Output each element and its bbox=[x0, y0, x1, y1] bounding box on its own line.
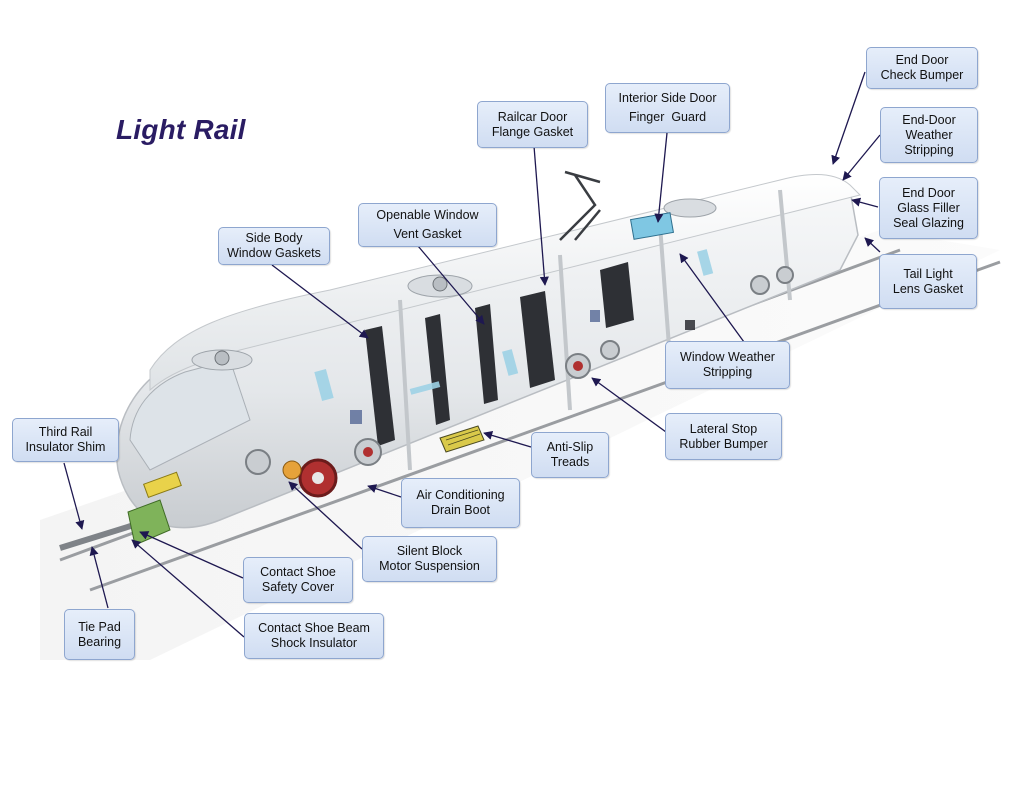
label-line: Shock Insulator bbox=[270, 636, 358, 650]
roof-fan bbox=[432, 276, 448, 292]
callout-end-door-glass-filler: End Door Glass Filler Seal Glazing bbox=[879, 177, 978, 239]
callout-tie-pad-bearing: Tie Pad Bearing bbox=[64, 609, 135, 660]
arrow-air-conditioning-drain-boot bbox=[367, 484, 402, 498]
label-line: Rubber Bumper bbox=[679, 436, 768, 451]
roof-fan bbox=[214, 350, 230, 366]
label-line: Interior Side Door bbox=[618, 91, 717, 105]
callout-end-door-check-bumper: End Door Check Bumper bbox=[866, 47, 978, 89]
window-gasket-strips bbox=[314, 249, 714, 402]
label-line: Seal Glazing bbox=[893, 215, 964, 230]
rail bbox=[89, 260, 1001, 592]
callout-air-conditioning-drain-boot: Air Conditioning Drain Boot bbox=[401, 478, 520, 528]
label-line: Glass Filler bbox=[897, 200, 960, 215]
car-joint bbox=[658, 224, 672, 361]
diagram-title: Light Rail bbox=[116, 114, 246, 145]
arrow-third-rail-insulator-shim bbox=[63, 462, 85, 530]
label-line: Third Rail bbox=[38, 425, 93, 439]
label-line: End-Door bbox=[902, 112, 956, 127]
callout-openable-window-vent-gasket: Openable Window Vent Gasket bbox=[358, 203, 497, 247]
car-joint bbox=[398, 299, 412, 471]
label-line: Silent Block bbox=[396, 544, 463, 558]
front-yellow-block bbox=[142, 471, 182, 499]
arrow-tail-light-lens-gasket bbox=[864, 237, 881, 253]
label-line: Air Conditioning bbox=[416, 488, 505, 502]
label-line: Vent Gasket bbox=[393, 227, 462, 241]
callout-end-door-weather-stripping: End-Door Weather Stripping bbox=[880, 107, 978, 163]
contact-shoe bbox=[127, 499, 171, 546]
label-line: Flange Gasket bbox=[491, 124, 574, 139]
arrow-contact-shoe-beam-shock-insulator bbox=[131, 539, 245, 638]
label-line: End Door bbox=[895, 53, 949, 67]
interior-seats bbox=[350, 310, 695, 424]
arrow-lateral-stop-rubber-bumper bbox=[591, 377, 667, 433]
label-line: Window Gaskets bbox=[227, 246, 321, 260]
window-bands bbox=[365, 262, 634, 446]
pantograph bbox=[559, 170, 601, 241]
arrow-end-door-glass-filler bbox=[851, 197, 879, 208]
label-line: Weather bbox=[905, 127, 953, 142]
arrow-end-door-check-bumper bbox=[831, 71, 866, 165]
arrow-window-weather-stripping bbox=[679, 253, 745, 343]
label-line: Openable Window bbox=[376, 208, 479, 222]
label-line: Check Bumper bbox=[880, 68, 964, 82]
label-line: Finger Guard bbox=[628, 110, 707, 124]
arrow-openable-window-vent-gasket bbox=[417, 245, 485, 325]
arrow-contact-shoe-safety-cover bbox=[139, 531, 244, 579]
callout-silent-block-motor-suspension: Silent Block Motor Suspension bbox=[362, 536, 497, 582]
label-line: Window Weather bbox=[680, 350, 775, 364]
callout-window-weather-stripping: Window Weather Stripping bbox=[665, 341, 790, 389]
label-line: Contact Shoe bbox=[260, 565, 336, 579]
label-line: Lens Gasket bbox=[892, 281, 964, 296]
label-line: Stripping bbox=[904, 142, 954, 157]
wheels bbox=[245, 266, 794, 498]
callout-anti-slip-treads: Anti-Slip Treads bbox=[531, 432, 609, 478]
label-line: Tail Light bbox=[903, 266, 953, 281]
label-line: Lateral Stop bbox=[689, 421, 758, 436]
label-line: Tie Pad bbox=[78, 619, 121, 634]
callout-railcar-door-flange-gasket: Railcar Door Flange Gasket bbox=[477, 101, 588, 148]
label-line: Side Body bbox=[245, 231, 303, 245]
label-line: Safety Cover bbox=[261, 580, 335, 594]
motor-block bbox=[282, 460, 302, 480]
cab-windshield bbox=[129, 359, 251, 471]
callout-tail-light-lens-gasket: Tail Light Lens Gasket bbox=[879, 254, 977, 309]
label-line: Stripping bbox=[702, 365, 753, 379]
train-roof bbox=[149, 174, 861, 392]
arrow-end-door-weather-stripping bbox=[842, 134, 881, 181]
ground-plane bbox=[40, 230, 1000, 660]
arrow-railcar-door-flange-gasket bbox=[533, 145, 549, 286]
arrow-finger-guard bbox=[654, 132, 668, 223]
label-line: Anti-Slip bbox=[546, 440, 594, 454]
label-line: Railcar Door bbox=[497, 109, 568, 124]
roof-ac-unit bbox=[663, 198, 717, 218]
label-line: Insulator Shim bbox=[25, 440, 106, 454]
label-line: Drain Boot bbox=[430, 503, 491, 517]
label-line: Contact Shoe Beam bbox=[258, 621, 370, 635]
callout-contact-shoe-beam-shock-insulator: Contact Shoe Beam Shock Insulator bbox=[244, 613, 384, 659]
arrow-tie-pad-bearing bbox=[89, 546, 109, 609]
callout-third-rail-insulator-shim: Third Rail Insulator Shim bbox=[12, 418, 119, 462]
callout-lateral-stop-rubber-bumper: Lateral Stop Rubber Bumper bbox=[665, 413, 782, 460]
label-line: End Door bbox=[902, 185, 955, 200]
arrow-side-body-window-gaskets bbox=[271, 264, 369, 339]
car-joint bbox=[558, 254, 572, 411]
callout-arrows bbox=[63, 71, 881, 638]
arrow-anti-slip-treads bbox=[483, 430, 532, 448]
tread-plate bbox=[439, 425, 485, 453]
callout-interior-side-door-finger-guard: Interior Side Door Finger Guard bbox=[605, 83, 730, 133]
callout-contact-shoe-safety-cover: Contact Shoe Safety Cover bbox=[243, 557, 353, 603]
arrow-silent-block-motor-suspension bbox=[288, 481, 363, 550]
label-line: Treads bbox=[550, 455, 590, 469]
label-line: Bearing bbox=[77, 634, 122, 649]
label-line: Motor Suspension bbox=[379, 559, 480, 573]
callout-side-body-window-gaskets: Side Body Window Gaskets bbox=[218, 227, 330, 265]
